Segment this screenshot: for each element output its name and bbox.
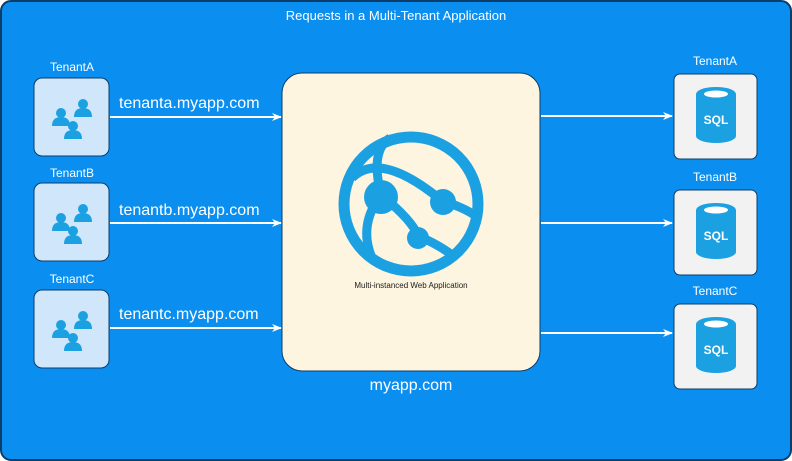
- sql-badge-c: SQL: [704, 343, 729, 357]
- tenant-url-c: tenantc.myapp.com: [119, 306, 259, 323]
- tenant-label-c: TenantC: [49, 272, 95, 286]
- tenant-url-a: tenanta.myapp.com: [119, 95, 260, 112]
- db-label-c: TenantC: [692, 284, 738, 298]
- web-app-globe-icon: [338, 131, 484, 277]
- tenant-box-c[interactable]: [33, 289, 110, 369]
- tenant-box-a[interactable]: [33, 77, 110, 157]
- db-box-c[interactable]: [673, 303, 758, 390]
- tenant-label-a: TenantA: [49, 60, 95, 74]
- tenant-box-b[interactable]: [33, 182, 110, 262]
- diagram-title: Requests in a Multi-Tenant Application: [285, 8, 507, 23]
- db-box-a[interactable]: [673, 73, 758, 160]
- app-caption: Multi-instanced Web Application: [354, 281, 467, 290]
- db-label-a: TenantA: [692, 54, 738, 68]
- sql-badge-b: SQL: [704, 229, 729, 243]
- sql-database-icon: [696, 317, 736, 373]
- sql-database-icon: [696, 87, 736, 143]
- tenant-url-b: tenantb.myapp.com: [119, 202, 260, 219]
- app-domain: myapp.com: [369, 377, 453, 394]
- db-box-b[interactable]: [673, 189, 758, 276]
- sql-database-icon: [696, 203, 736, 259]
- tenant-label-b: TenantB: [49, 166, 95, 180]
- sql-badge-a: SQL: [704, 113, 729, 127]
- db-label-b: TenantB: [692, 170, 738, 184]
